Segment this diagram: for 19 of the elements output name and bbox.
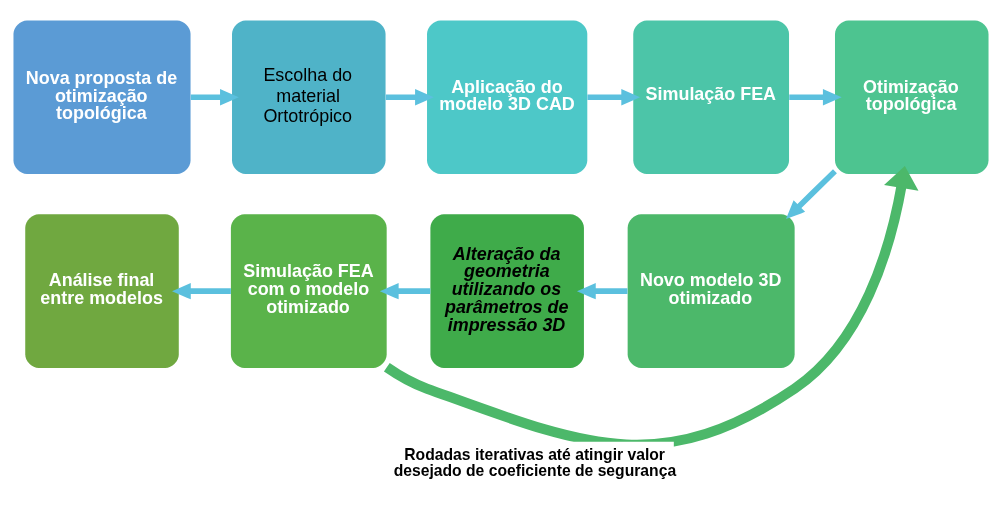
arrow (172, 282, 231, 300)
arrow (385, 89, 434, 106)
node-box: Novo modelo 3D otimizado (627, 214, 795, 368)
node-box: Alteração da geometria utilizando os parâmetros de impressão 3D (430, 214, 584, 368)
node-box: Nova proposta de otimização topológica (13, 20, 191, 175)
node-box: Simulação FEA com o modelo otimizado (230, 214, 387, 368)
arrow (789, 89, 842, 106)
node-box: Aplicação do modelo 3D CAD (427, 20, 588, 175)
arrow (379, 282, 431, 300)
edge-label: Rodadas iterativas até atingir valor desejado de coeficiente de segurança (393, 445, 677, 479)
node-box: Escolha do material Ortotrópico (232, 20, 386, 175)
node-box: Simulação FEA (633, 20, 790, 175)
node-box: Análise final entre modelos (25, 214, 179, 368)
node-box: Otimização topológica (835, 20, 989, 175)
arrow (577, 282, 628, 300)
arrow (587, 89, 641, 106)
arrow (785, 169, 837, 220)
arrow (190, 89, 239, 106)
arrow (384, 166, 919, 450)
